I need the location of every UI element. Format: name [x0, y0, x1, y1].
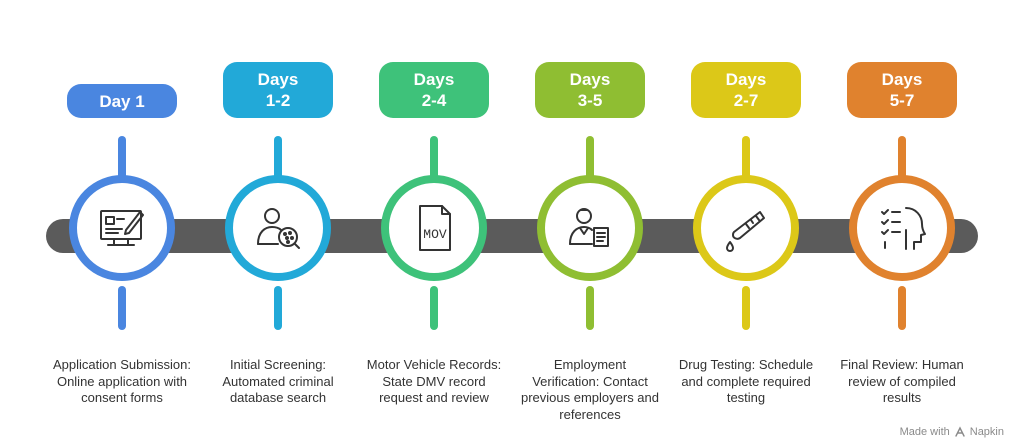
brand-name: Napkin: [969, 426, 1004, 438]
mov-text: MOV: [423, 227, 447, 242]
connector-top: [586, 136, 594, 180]
employee-document-icon: [569, 208, 609, 247]
application-form-icon: [100, 210, 144, 246]
timeline-step-3: Days 2-4 MOV Motor Vehicle Records: Stat…: [359, 0, 509, 446]
day-label-line2: 2-4: [421, 91, 447, 110]
timeline-step-1: Day 1 Application Submission: Online app…: [47, 0, 197, 446]
connector-bottom: [742, 286, 750, 330]
day-label: Days 5-7: [847, 62, 957, 118]
connector-bottom: [898, 286, 906, 330]
step-description: Motor Vehicle Records: State DMV record …: [366, 357, 502, 405]
connector-bottom: [586, 286, 594, 330]
connector-bottom: [274, 286, 282, 330]
step-circle: [693, 175, 799, 281]
timeline-bar: [46, 219, 978, 253]
day-label: Days 3-5: [535, 62, 645, 118]
connector-top: [898, 136, 906, 180]
timeline-step-6: Days 5-7 Final Review: Human review of c…: [827, 0, 977, 446]
step-description: Drug Testing: Schedule and complete requ…: [678, 357, 814, 405]
day-label-line1: Days: [881, 70, 923, 89]
connector-top: [742, 136, 750, 180]
day-label-line2: 3-5: [577, 91, 603, 110]
napkin-branding[interactable]: Made with Napkin: [900, 426, 1004, 438]
person-search-icon: [257, 208, 300, 249]
day-label: Day 1: [67, 84, 177, 118]
step-circle: [69, 175, 175, 281]
step-description: Employment Verification: Contact previou…: [520, 357, 660, 422]
day-label-line2: 1-2: [265, 91, 291, 110]
connector-top: [430, 136, 438, 180]
connector-top: [118, 136, 126, 180]
step-description: Initial Screening: Automated criminal da…: [222, 357, 334, 405]
timeline-step-4: Days 3-5 Employment Verification: Contac…: [515, 0, 665, 446]
day-label-line1: Days: [257, 70, 299, 89]
mov-file-icon: MOV: [419, 205, 451, 251]
step-description: Application Submission: Online applicati…: [52, 357, 192, 405]
day-label-line2: 5-7: [889, 91, 915, 110]
step-circle: MOV: [381, 175, 487, 281]
day-label: Days 2-4: [379, 62, 489, 118]
timeline-step-2: Days 1-2 Initial Screening: Automated cr…: [203, 0, 353, 446]
day-label-line1: Day 1: [99, 91, 145, 111]
day-label-line1: Days: [725, 70, 767, 89]
step-description: Final Review: Human review of compiled r…: [840, 357, 964, 405]
human-review-icon: [881, 207, 926, 250]
step-circle: [225, 175, 331, 281]
napkin-logo-icon: [955, 426, 965, 437]
timeline-step-5: Days 2-7 Drug Testing: Schedule and comp…: [671, 0, 821, 446]
connector-top: [274, 136, 282, 180]
connector-bottom: [430, 286, 438, 330]
test-tube-icon: [726, 211, 765, 252]
day-label-line1: Days: [569, 70, 611, 89]
day-label-line1: Days: [413, 70, 455, 89]
day-label-line2: 2-7: [733, 91, 759, 110]
step-circle: [849, 175, 955, 281]
day-label: Days 2-7: [691, 62, 801, 118]
connector-bottom: [118, 286, 126, 330]
made-with-text: Made with: [899, 426, 950, 438]
day-label: Days 1-2: [223, 62, 333, 118]
step-circle: [537, 175, 643, 281]
